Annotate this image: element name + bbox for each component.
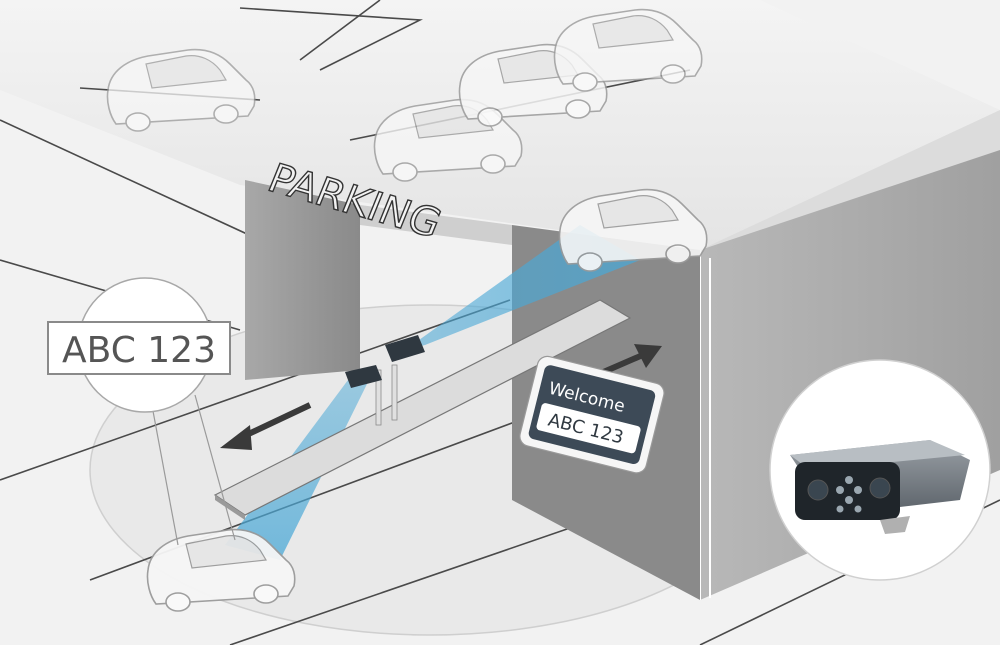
gate-pillar-left [245, 180, 360, 380]
camera-closeup [769, 359, 991, 581]
license-plate [47, 321, 231, 375]
callout-plate-text: ABC 123 [62, 330, 216, 371]
lpr-camera-icon [345, 335, 425, 426]
welcome-display: Welcome ABC 123 [519, 355, 665, 474]
plate-callout: ABC 123 [47, 277, 236, 546]
exit-arrow-icon [220, 402, 312, 450]
